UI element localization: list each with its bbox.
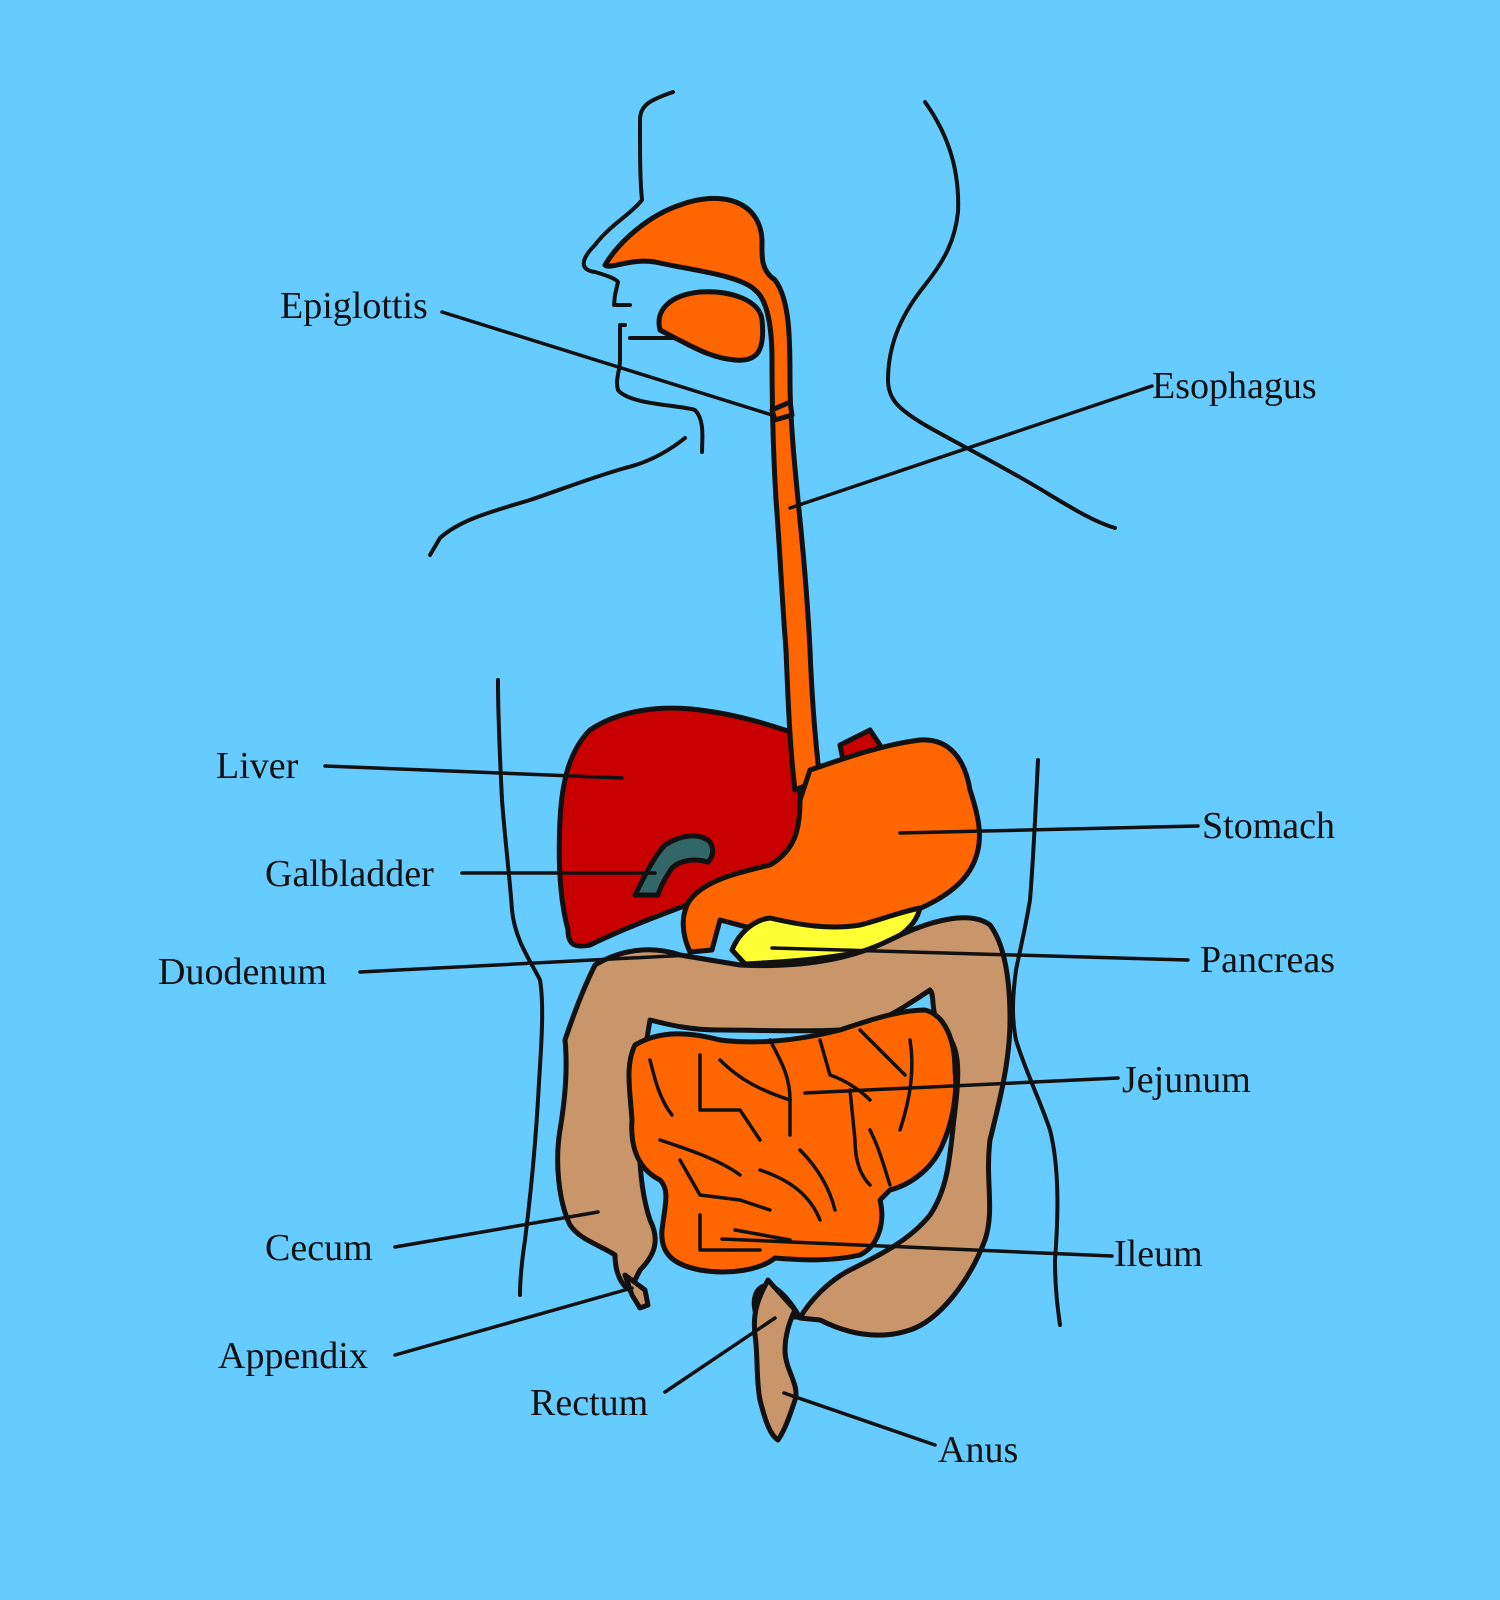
pancreas-shape	[729, 905, 923, 967]
label-anus: Anus	[938, 1429, 1018, 1471]
label-stomach: Stomach	[1202, 805, 1335, 847]
leader-lines	[323, 310, 1200, 1447]
label-epiglottis: Epiglottis	[280, 285, 428, 327]
leader-liver	[323, 764, 624, 780]
label-rectum: Rectum	[530, 1382, 648, 1424]
label-duodenum: Duodenum	[158, 951, 327, 993]
leader-rectum	[663, 1316, 777, 1394]
epiglottis-flap	[769, 399, 795, 423]
torso-outline	[496, 678, 1062, 1327]
leader-esophagus	[788, 384, 1154, 510]
leader-appendix	[393, 1286, 634, 1357]
label-esophagus: Esophagus	[1152, 365, 1317, 407]
head-neck-outline	[428, 90, 1117, 557]
label-jejunum: Jejunum	[1122, 1059, 1251, 1101]
label-liver: Liver	[216, 745, 299, 787]
small-intestine-folds	[648, 1028, 914, 1252]
esophagus-shape	[602, 196, 823, 793]
leader-pancreas	[770, 946, 1190, 962]
epiglottis-shape	[656, 289, 766, 363]
leader-duodenum	[358, 953, 692, 974]
gallbladder-shape	[632, 833, 716, 898]
small-intestine-shape	[626, 1007, 959, 1275]
label-cecum: Cecum	[265, 1227, 373, 1269]
rectum-shape	[751, 1277, 799, 1443]
label-pancreas: Pancreas	[1200, 939, 1335, 981]
leader-cecum	[393, 1210, 600, 1249]
leader-jejunum	[803, 1076, 1120, 1095]
label-ileum: Ileum	[1114, 1233, 1203, 1275]
label-galbladder: Galbladder	[265, 853, 434, 895]
leader-ileum	[720, 1237, 1114, 1258]
leader-anus	[782, 1391, 937, 1447]
label-appendix: Appendix	[218, 1335, 368, 1377]
leader-stomach	[898, 824, 1200, 835]
appendix-shape	[622, 1272, 651, 1311]
leader-epiglottis	[440, 310, 774, 417]
labels: Epiglottis Esophagus Liver Stomach Galbl…	[158, 285, 1335, 1471]
